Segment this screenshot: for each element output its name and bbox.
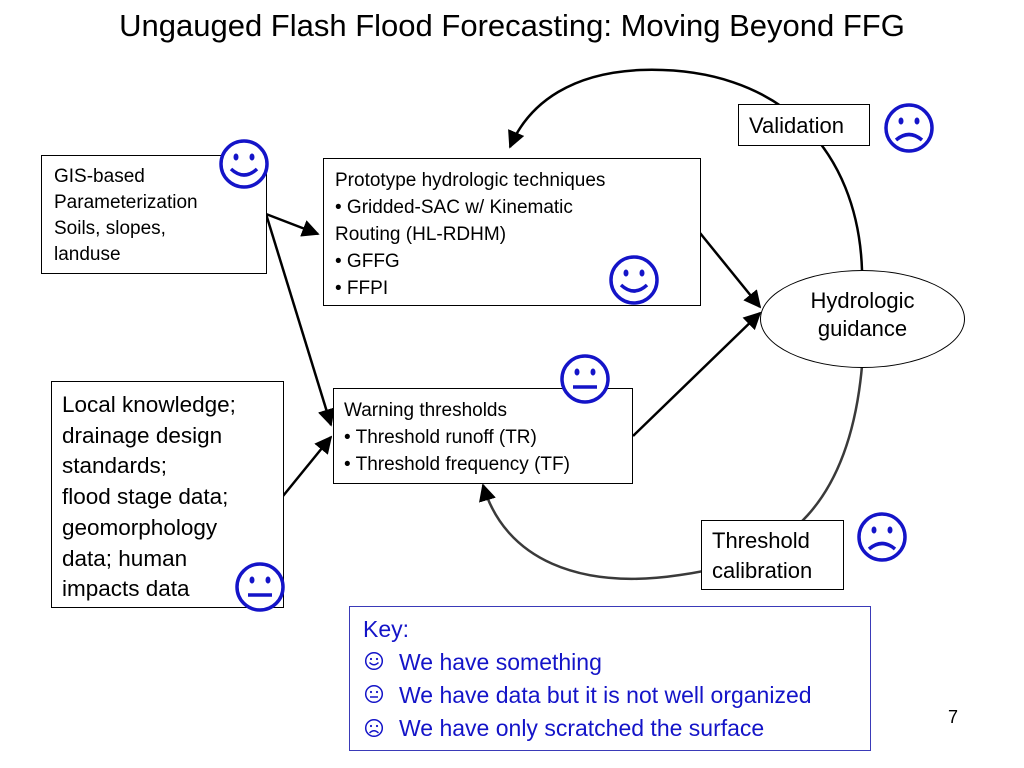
validation-label: Validation (749, 113, 844, 138)
smiley-icon (219, 139, 269, 189)
proto-line-3: Routing (HL-RDHM) (335, 224, 507, 245)
proto-line-1: Prototype hydrologic techniques (335, 170, 606, 191)
frowny-icon (884, 103, 934, 153)
warn-line-1: Warning thresholds (344, 400, 507, 421)
validation-box: Validation (738, 104, 870, 146)
neutral-face-icon (560, 354, 610, 404)
gis-line-1: GIS-based (54, 166, 145, 187)
curve-validation-loop (508, 68, 864, 271)
local-line-5: geomorphology (62, 514, 218, 540)
local-line-4: flood stage data; (62, 484, 229, 510)
warn-line-2: • Threshold runoff (TR) (344, 427, 537, 448)
key-legend-box: Key: We have something We have data but … (349, 606, 871, 751)
local-line-2: drainage design (62, 422, 223, 448)
warning-thresholds-box: Warning thresholds • Threshold runoff (T… (333, 388, 633, 484)
warn-line-3: • Threshold frequency (TF) (344, 454, 570, 475)
key-heading: Key: (363, 616, 410, 642)
threshold-calibration-box: Threshold calibration (701, 520, 844, 590)
key-item-scratched: We have only scratched the surface (399, 715, 765, 741)
page-title: Ungauged Flash Flood Forecasting: Moving… (119, 8, 905, 43)
arrow-local-to-warning (282, 435, 333, 497)
frowny-icon (364, 718, 384, 738)
frowny-icon (857, 512, 907, 562)
neutral-face-icon (235, 562, 285, 612)
page-number: 7 (948, 707, 959, 727)
local-line-3: standards; (62, 453, 168, 479)
guidance-line-2: guidance (817, 316, 908, 341)
key-item-data: We have data but it is not well organize… (399, 682, 812, 708)
arrow-gis-to-warning (264, 213, 335, 427)
neutral-face-icon (364, 684, 384, 704)
calibration-line-2: calibration (712, 558, 813, 583)
local-knowledge-box: Local knowledge; drainage design standar… (51, 381, 284, 608)
curve-calibration-loop (479, 365, 864, 580)
gis-line-2: Parameterization (54, 192, 198, 213)
arrow-prototype-to-guidance (699, 232, 762, 309)
proto-line-5: • FFPI (335, 278, 389, 299)
local-line-6: data; human (62, 545, 188, 571)
smiley-icon (364, 651, 384, 671)
key-item-something: We have something (399, 649, 602, 675)
gis-line-3: Soils, slopes, (54, 218, 166, 239)
arrow-warning-to-guidance (632, 311, 762, 437)
local-line-1: Local knowledge; (62, 392, 236, 417)
guidance-line-1: Hydrologic (810, 288, 915, 313)
proto-line-2: • Gridded-SAC w/ Kinematic (335, 197, 573, 218)
gis-line-4: landuse (54, 244, 121, 265)
calibration-line-1: Threshold (712, 528, 810, 553)
local-line-7: impacts data (62, 576, 190, 602)
smiley-icon (609, 255, 659, 305)
proto-line-4: • GFFG (335, 251, 400, 272)
arrow-gis-to-prototype (265, 212, 320, 237)
hydrologic-guidance-ellipse: Hydrologic guidance (760, 270, 965, 368)
